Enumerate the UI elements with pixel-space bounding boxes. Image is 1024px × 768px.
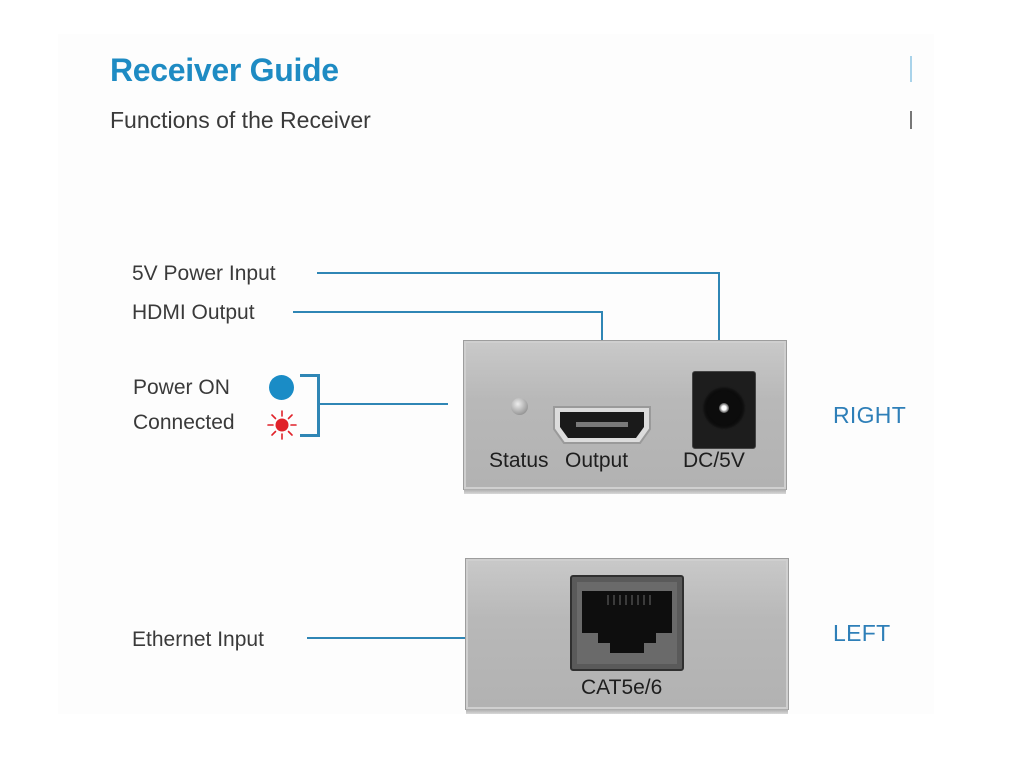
callout-hdmi-output: HDMI Output [132, 301, 255, 324]
port-label-dc: DC/5V [683, 449, 745, 472]
callout-line-power-drop [718, 272, 720, 352]
callout-line-power [317, 272, 720, 274]
callout-connected: Connected [133, 411, 235, 434]
cropped-edge-mark [910, 56, 912, 82]
hdmi-port-icon [553, 406, 651, 444]
bracket-top [300, 374, 319, 377]
port-label-status: Status [489, 449, 549, 472]
bracket-vertical [317, 374, 320, 437]
page-subtitle: Functions of the Receiver [110, 107, 371, 133]
callout-line-indicators [320, 403, 448, 405]
receiver-right-panel: Status Output DC/5V [463, 340, 787, 494]
bracket-bottom [300, 434, 319, 437]
side-label-right: RIGHT [833, 402, 907, 428]
rj45-port-icon [570, 575, 684, 671]
callout-5v-power-input: 5V Power Input [132, 262, 276, 285]
side-label-left: LEFT [833, 620, 891, 646]
blue-dot-icon [269, 375, 294, 400]
port-label-ethernet: CAT5e/6 [581, 676, 663, 699]
page-title: Receiver Guide [110, 52, 339, 88]
callout-power-on: Power ON [133, 376, 230, 399]
callout-line-hdmi [293, 311, 603, 313]
callout-ethernet-input: Ethernet Input [132, 628, 264, 651]
callout-line-ethernet [307, 637, 539, 639]
dc-jack-icon [692, 371, 756, 449]
cropped-edge-mark [910, 111, 912, 129]
red-flash-icon [267, 410, 297, 440]
status-led-icon [511, 398, 528, 415]
port-label-output: Output [565, 449, 629, 472]
receiver-left-panel: CAT5e/6 [465, 558, 789, 714]
